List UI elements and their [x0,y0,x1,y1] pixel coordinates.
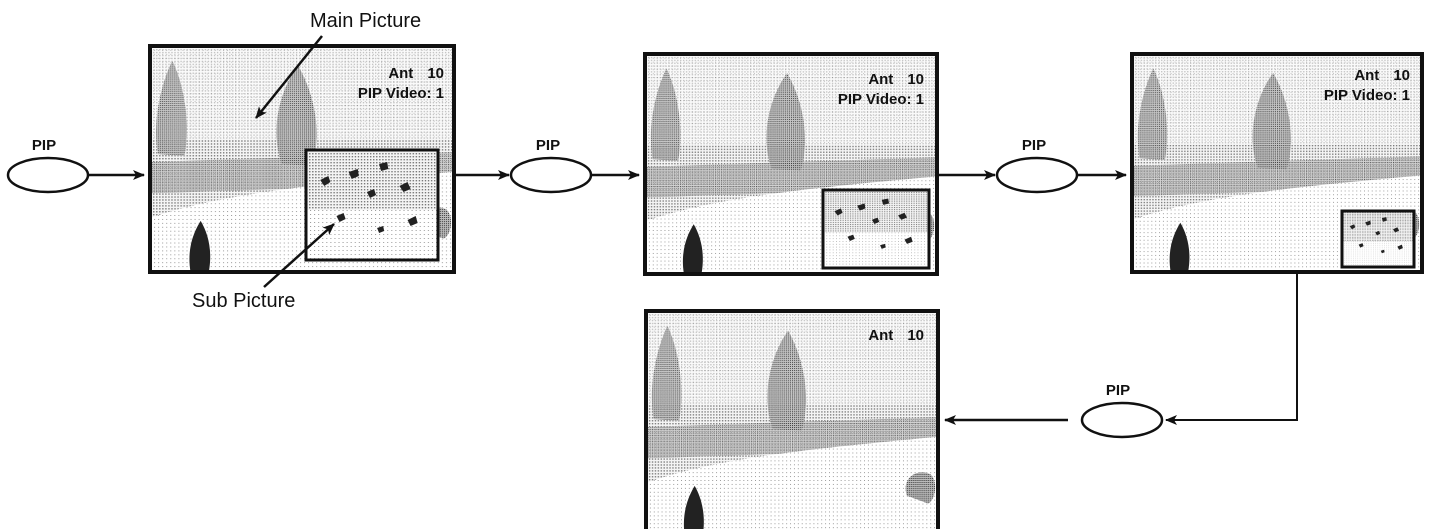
step4-main-picture [646,311,938,529]
step2-osd-pip-video: PIP Video: 1 [838,91,924,108]
pip-button-4: PIP [1080,382,1164,439]
pip-button-3-label: PIP [1022,137,1046,154]
pip-button-1-label: PIP [32,137,56,154]
pip-button-4-label: PIP [1106,382,1130,399]
sub-picture-label: Sub Picture [192,290,295,312]
pip-button-2: PIP [509,137,593,194]
pip-button-2-label: PIP [536,137,560,154]
pip-button-1-oval [6,156,90,194]
pip-button-3-oval [995,156,1079,194]
pip-button-1: PIP [6,137,90,194]
step3-sub-picture [1342,211,1414,267]
step3-osd-pip-video: PIP Video: 1 [1324,87,1410,104]
step1-sub-picture [306,150,438,260]
pip-button-2-oval [509,156,593,194]
arrow-step3-to-pip4 [1165,274,1298,425]
main-picture-pointer [255,35,323,119]
sub-picture-pointer [263,223,335,288]
step2-sub-picture [823,190,929,268]
step1-osd-pip-video: PIP Video: 1 [358,85,444,102]
main-picture-label: Main Picture [310,10,421,32]
pip-button-3: PIP [995,137,1079,194]
pip-button-4-oval [1080,401,1164,439]
